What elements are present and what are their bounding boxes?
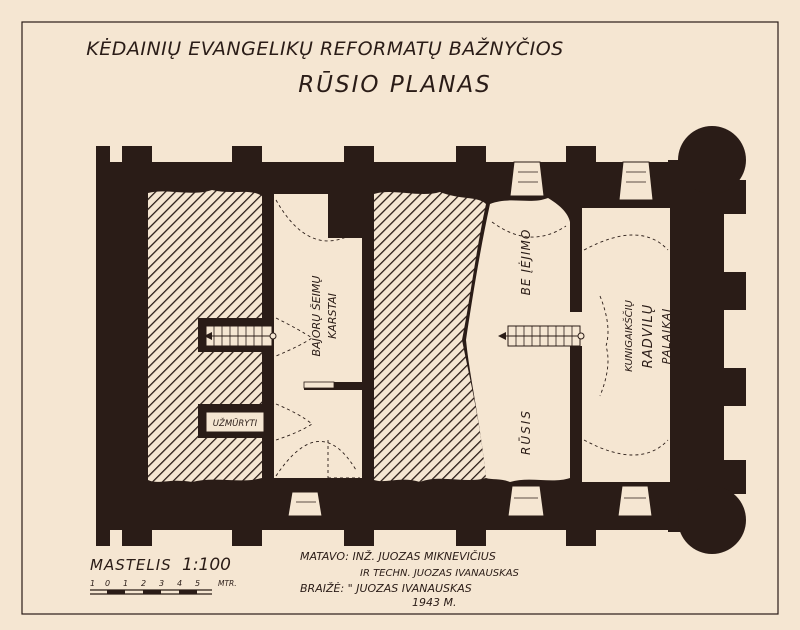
label-rusis: RŪSIS — [519, 409, 533, 455]
label-radvilu-line1: KUNIGAIKŠČIŲ — [622, 299, 635, 372]
drawing-title: KĖDAINIŲ EVANGELIKŲ REFORMATŲ BAŽNYČIOS — [86, 36, 563, 60]
room-radvilu — [582, 208, 670, 482]
sheet-border — [21, 21, 779, 615]
label-bajoru-line1: BAJORŲ ŠEIMŲ — [310, 276, 323, 357]
credits-technician: IR TECHN. JUOZAS IVANAUSKAS — [360, 568, 520, 579]
scale-tick: 5 — [195, 579, 200, 588]
scale-tick: 1 — [123, 579, 128, 588]
scale-ratio: 1:100 — [182, 555, 231, 575]
label-uzmuryti: UŽMŪRYTI — [213, 417, 258, 429]
scale-unit: MTR. — [218, 579, 237, 588]
credits-measured: MATAVO: INŽ. JUOZAS MIKNEVIČIUS — [300, 550, 496, 563]
hatched-area-left — [148, 190, 262, 482]
credits-block: MATAVO: INŽ. JUOZAS MIKNEVIČIUS IR TECHN… — [300, 550, 520, 609]
credits-year: 1943 M. — [412, 596, 456, 609]
scale-block: MASTELIS 1:100 1 0 1 2 3 4 5 MTR. — [90, 555, 237, 595]
label-radvilu-line2: RADVILŲ — [641, 304, 656, 368]
scale-tick: 4 — [177, 579, 182, 588]
basement-plan: BAJORŲ ŠEIMŲ KARSTAI UŽMŪRYTI BE ĮĖJIMO … — [96, 126, 746, 554]
scale-tick: 3 — [159, 579, 164, 588]
scale-tick: 0 — [105, 579, 110, 588]
scale-bar — [90, 589, 212, 595]
scale-tick: 1 — [90, 579, 95, 588]
scale-label: MASTELIS — [90, 556, 172, 574]
vault-lines — [275, 199, 669, 479]
room-bajoru-karstai — [274, 194, 362, 478]
tower-bottom — [678, 486, 746, 554]
credits-drawn: BRAIŽĖ: " JUOZAS IVANAUSKAS — [300, 582, 472, 595]
bricked-niche — [205, 411, 265, 433]
tower-top — [678, 126, 746, 194]
scale-tick: 2 — [141, 579, 146, 588]
label-bajoru-line2: KARSTAI — [326, 293, 339, 339]
hatched-area-middle — [374, 192, 486, 482]
label-radvilu-line3: PALAIKAI — [660, 308, 673, 365]
drawing-subtitle: RŪSIO PLANAS — [298, 71, 492, 98]
label-be-iejimo: BE ĮĖJIMO — [518, 229, 533, 296]
